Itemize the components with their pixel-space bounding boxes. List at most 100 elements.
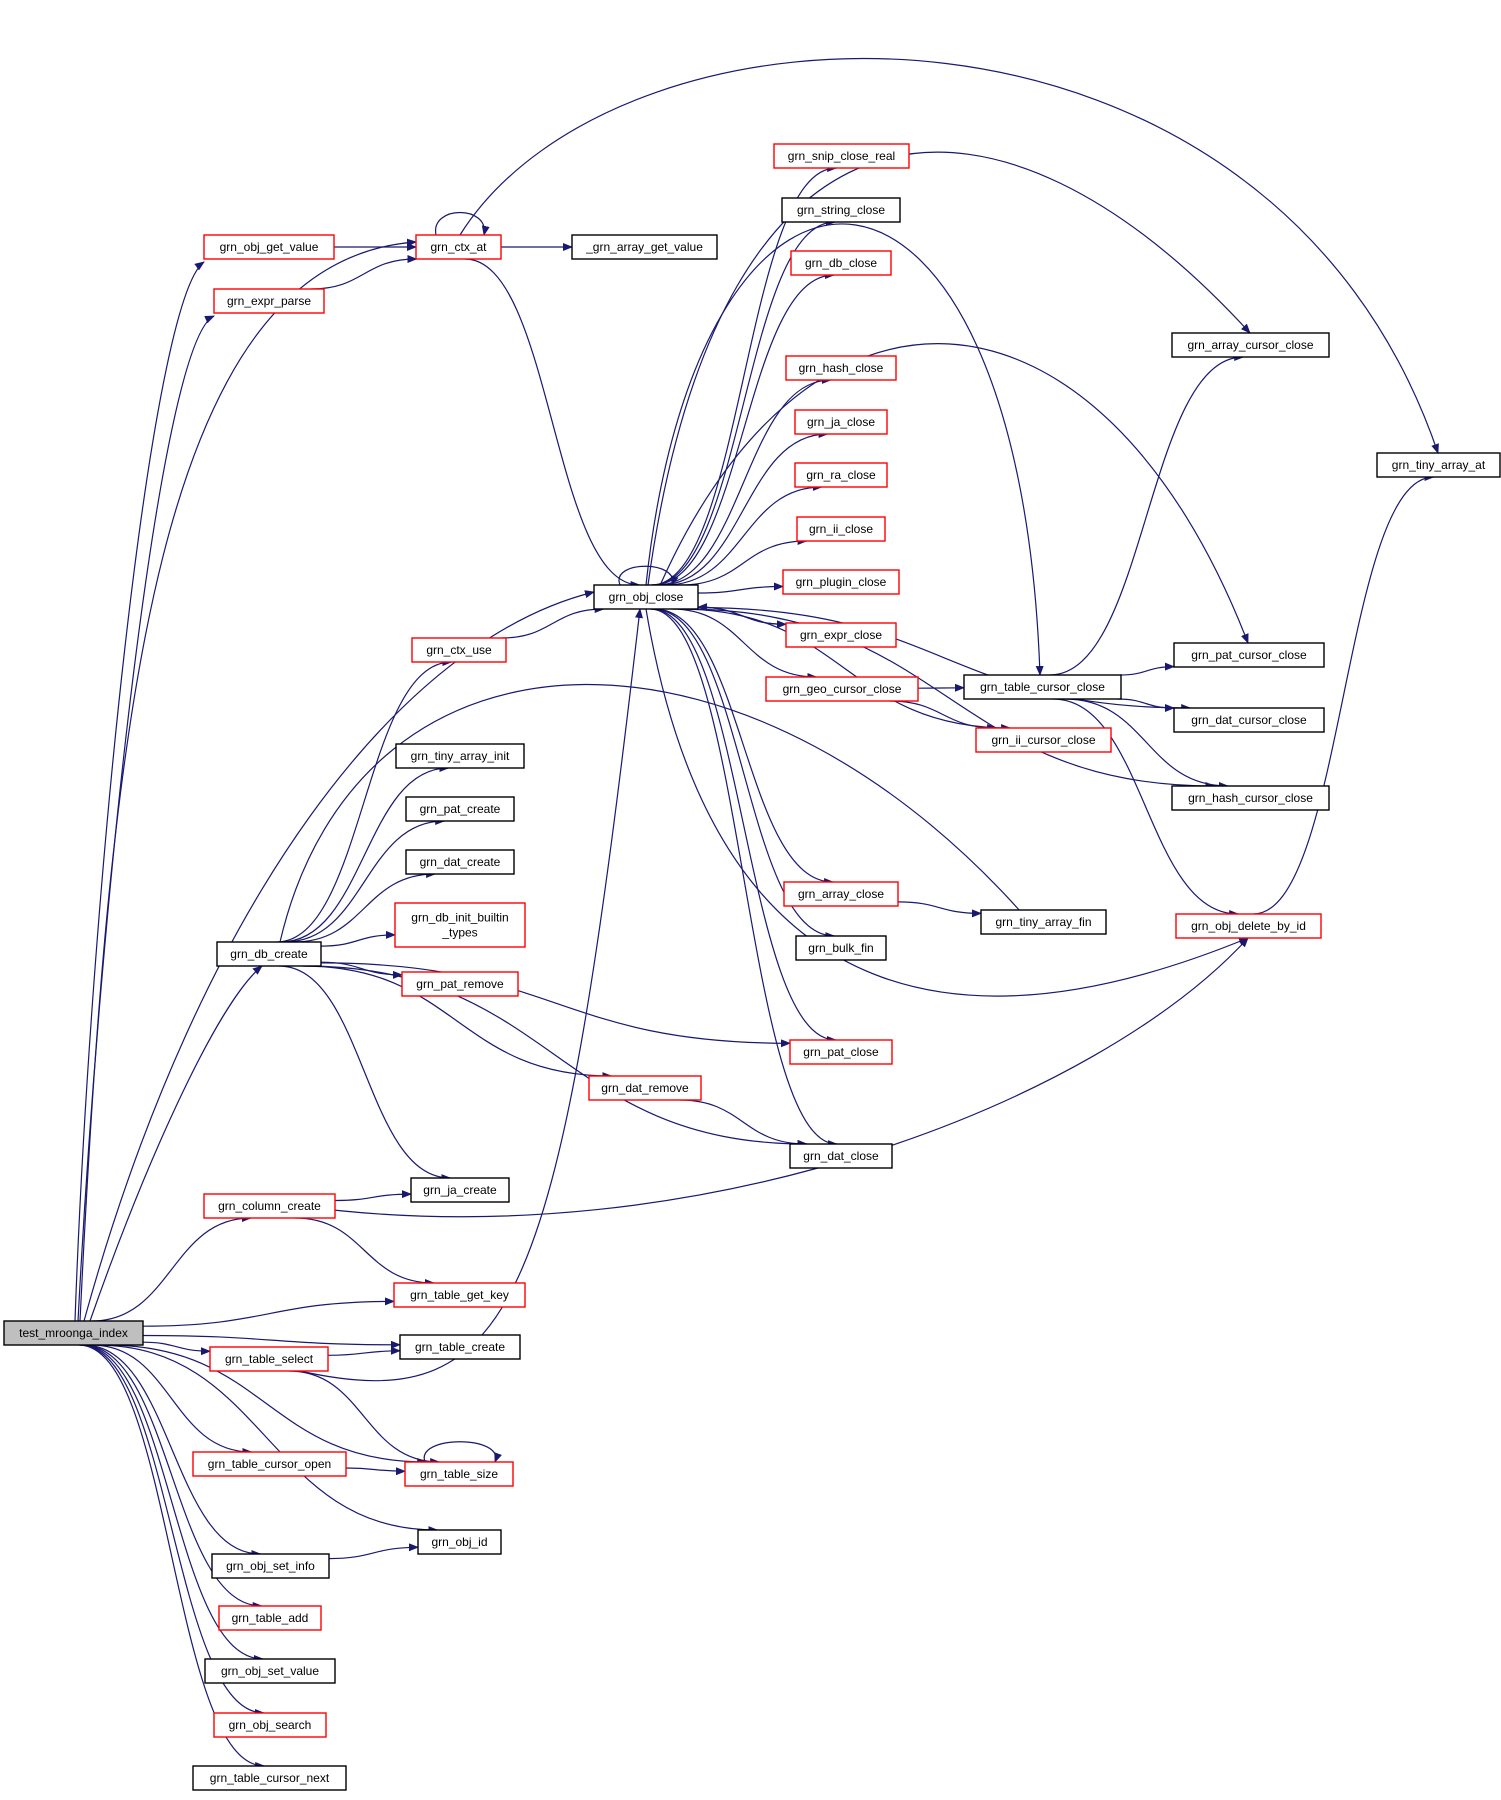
node-grn-bulk-fin[interactable]: grn_bulk_fin — [795, 935, 887, 961]
edge-grn-expr-close-to-grn-obj-close — [697, 603, 787, 625]
node-grn-pat-create[interactable]: grn_pat_create — [405, 796, 515, 822]
edge-test-mroonga-index-to-grn-ctx-at — [79, 238, 417, 1322]
node-box — [796, 516, 886, 542]
edge-grn-table-select-to-grn-table-size — [288, 1370, 441, 1466]
node-label: grn_ctx_at — [430, 240, 487, 254]
node-grn-ja-close[interactable]: grn_ja_close — [794, 409, 888, 435]
node-grn-snip-close-real[interactable]: grn_snip_close_real — [773, 143, 910, 169]
node-grn-db-create[interactable]: grn_db_create — [216, 941, 322, 967]
node-grn-table-cursor-open[interactable]: grn_table_cursor_open — [192, 1451, 347, 1477]
node-grn-dat-remove[interactable]: grn_dat_remove — [588, 1075, 702, 1101]
node-grn-string-close[interactable]: grn_string_close — [781, 197, 901, 223]
node-grn-obj-get-value[interactable]: grn_obj_get_value — [203, 234, 335, 260]
node-grn-obj-id[interactable]: grn_obj_id — [417, 1529, 502, 1555]
node-label: grn_plugin_close — [796, 575, 887, 589]
node-label: grn_ii_cursor_close — [991, 733, 1095, 747]
node-grn-expr-parse[interactable]: grn_expr_parse — [213, 288, 325, 314]
node-grn-hash-close[interactable]: grn_hash_close — [785, 355, 897, 381]
node-grn-plugin-close[interactable]: grn_plugin_close — [782, 569, 900, 595]
node-label: grn_hash_cursor_close — [1188, 791, 1313, 805]
node-label: grn_obj_set_info — [226, 1559, 315, 1573]
node-grn-obj-close[interactable]: grn_obj_close — [593, 584, 699, 610]
edge-grn-db-create-to-grn-pat-create — [284, 817, 446, 943]
node-box — [789, 1039, 893, 1065]
node-label: grn_table_cursor_close — [980, 680, 1105, 694]
node-grn-column-create[interactable]: grn_column_create — [203, 1193, 336, 1219]
node-label: grn_table_add — [232, 1611, 309, 1625]
node-box — [203, 1193, 336, 1219]
node-grn-dat-cursor-close[interactable]: grn_dat_cursor_close — [1173, 707, 1325, 733]
node-grn-expr-close[interactable]: grn_expr_close — [785, 622, 897, 648]
node-grn-pat-remove[interactable]: grn_pat_remove — [401, 971, 519, 997]
node-grn-ii-close[interactable]: grn_ii_close — [796, 516, 886, 542]
node-grn-ja-create[interactable]: grn_ja_create — [410, 1177, 510, 1203]
node-grn-tiny-array-fin[interactable]: grn_tiny_array_fin — [980, 909, 1107, 935]
edge-test-mroonga-index-to-grn-db-create — [89, 965, 263, 1322]
node-label: grn_tiny_array_at — [1392, 458, 1486, 472]
node-grn-tiny-array-init[interactable]: grn_tiny_array_init — [395, 743, 525, 769]
edge-grn-obj-close-to-grn-ra-close — [665, 483, 823, 586]
node-grn-table-get-key[interactable]: grn_table_get_key — [393, 1282, 526, 1308]
node-label: grn_tiny_array_fin — [995, 915, 1091, 929]
node-box — [773, 143, 910, 169]
node-grn-array-close[interactable]: grn_array_close — [783, 881, 899, 907]
node-grn-pat-cursor-close[interactable]: grn_pat_cursor_close — [1173, 642, 1325, 668]
node-grn-pat-close[interactable]: grn_pat_close — [789, 1039, 893, 1065]
node-grn-db-close[interactable]: grn_db_close — [790, 250, 892, 276]
node-label: _types — [441, 926, 477, 940]
node-grn-geo-cursor-close[interactable]: grn_geo_cursor_close — [765, 676, 919, 702]
node-grn-obj-search[interactable]: grn_obj_search — [213, 1712, 327, 1738]
node-label: grn_expr_parse — [227, 294, 311, 308]
edge-test-mroonga-index-to-grn-expr-parse — [77, 315, 215, 1322]
node-box — [785, 622, 897, 648]
node-grn-table-cursor-close[interactable]: grn_table_cursor_close — [963, 674, 1122, 700]
node--grn-array-get-value[interactable]: _grn_array_get_value — [571, 234, 718, 260]
node-box — [588, 1075, 702, 1101]
node-box — [795, 935, 887, 961]
node-box — [410, 1177, 510, 1203]
node-label: grn_array_cursor_close — [1187, 338, 1313, 352]
node-grn-obj-set-value[interactable]: grn_obj_set_value — [204, 1658, 336, 1684]
edge-test-mroonga-index-to-grn-obj-set-info — [83, 1344, 262, 1558]
node-grn-ii-cursor-close[interactable]: grn_ii_cursor_close — [975, 727, 1112, 753]
node-grn-obj-delete-by-id[interactable]: grn_obj_delete_by_id — [1175, 913, 1322, 939]
node-grn-obj-set-info[interactable]: grn_obj_set_info — [211, 1553, 330, 1579]
node-box — [211, 1553, 330, 1579]
edge-grn-obj-close-to-grn-dat-cursor-close — [697, 607, 1192, 712]
node-grn-ctx-use[interactable]: grn_ctx_use — [411, 637, 507, 663]
node-grn-dat-close[interactable]: grn_dat_close — [789, 1143, 893, 1169]
node-grn-table-add[interactable]: grn_table_add — [218, 1605, 322, 1631]
edge-grn-obj-close-to-grn-table-cursor-close — [645, 223, 1044, 676]
edge-test-mroonga-index-to-grn-obj-get-value — [74, 261, 205, 1322]
node-box — [404, 1461, 514, 1487]
node-grn-table-size[interactable]: grn_table_size — [404, 1461, 514, 1487]
node-grn-tiny-array-at[interactable]: grn_tiny_array_at — [1376, 452, 1501, 478]
edge-layer — [74, 57, 1439, 1770]
edge-grn-obj-close-to-grn-hash-cursor-close — [682, 608, 1216, 790]
node-box — [782, 569, 900, 595]
node-grn-dat-create[interactable]: grn_dat_create — [405, 849, 515, 875]
node-grn-ctx-at[interactable]: grn_ctx_at — [415, 234, 502, 260]
node-box — [975, 727, 1112, 753]
edge-grn-ctx-at-to-grn-ctx-at — [435, 211, 490, 236]
node-label: grn_tiny_array_init — [411, 749, 510, 763]
edge-test-mroonga-index-to-grn-obj-id — [95, 1344, 439, 1534]
edge-test-mroonga-index-to-grn-column-create — [91, 1214, 252, 1322]
edge-test-mroonga-index-to-grn-table-size — [106, 1344, 428, 1466]
node-grn-array-cursor-close[interactable]: grn_array_cursor_close — [1171, 332, 1330, 358]
edge-grn-db-create-to-grn-dat-remove — [302, 965, 613, 1080]
node-grn-ra-close[interactable]: grn_ra_close — [794, 462, 888, 488]
node-box — [593, 584, 699, 610]
node-grn-table-create[interactable]: grn_table_create — [399, 1334, 521, 1360]
edge-grn-table-select-to-grn-table-create — [327, 1346, 401, 1356]
edge-grn-column-create-to-grn-ja-create — [334, 1190, 412, 1202]
node-grn-table-select[interactable]: grn_table_select — [209, 1346, 329, 1372]
node-label: grn_array_close — [798, 887, 884, 901]
node-label: grn_table_create — [415, 1340, 505, 1354]
node-box — [204, 1658, 336, 1684]
node-grn-hash-cursor-close[interactable]: grn_hash_cursor_close — [1171, 785, 1330, 811]
node-grn-table-cursor-next[interactable]: grn_table_cursor_next — [192, 1765, 347, 1791]
node-test-mroonga-index[interactable]: test_mroonga_index — [3, 1320, 144, 1346]
node-box — [765, 676, 919, 702]
node-grn-db-init-builtin-types[interactable]: grn_db_init_builtin_types — [394, 902, 526, 948]
